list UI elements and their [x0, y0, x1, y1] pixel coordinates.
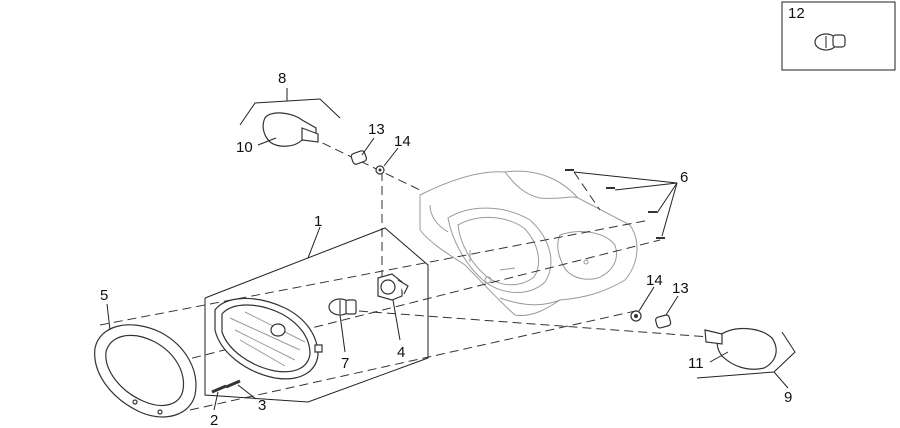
callout-10: 10	[236, 139, 253, 156]
bulb-13-lower	[655, 314, 672, 329]
nut-14-upper	[375, 165, 385, 175]
indicator-10	[262, 112, 319, 147]
bracket-8	[239, 88, 341, 126]
callout-labels: 1 2 3 4 5 6 7 8 9 10 11 12 13 13 14 14	[100, 5, 805, 428]
callout-14-upper: 14	[394, 133, 411, 150]
socket-4	[377, 273, 409, 301]
screw-3	[225, 379, 241, 389]
callout-3: 3	[258, 397, 266, 414]
handlebar-cover-outline	[419, 170, 638, 317]
headlight-rim	[94, 324, 197, 418]
bulb-7	[328, 298, 357, 316]
bracket-9	[696, 331, 796, 389]
screw-2	[211, 384, 227, 394]
callout-13-lower: 13	[672, 280, 689, 297]
bulb-13-upper	[350, 150, 368, 165]
callout-12: 12	[788, 5, 805, 22]
callout-14-lower: 14	[646, 272, 663, 289]
callout-4: 4	[397, 344, 405, 361]
inset-box-12	[781, 1, 896, 71]
nut-14-lower	[630, 310, 642, 322]
callout-9: 9	[784, 389, 792, 406]
headlight-bracket	[204, 226, 429, 403]
headlight-reflector	[214, 297, 323, 380]
callout-2: 2	[210, 412, 218, 428]
callout-13-upper: 13	[368, 121, 385, 138]
callout-11: 11	[688, 355, 704, 372]
callout-5: 5	[100, 287, 108, 304]
leader-lines	[106, 137, 729, 411]
callout-1: 1	[314, 213, 322, 230]
callout-7: 7	[341, 355, 349, 372]
indicator-11	[704, 328, 777, 370]
callout-6: 6	[680, 169, 688, 186]
callout-8: 8	[278, 70, 286, 87]
inset-bulb-icon	[814, 33, 846, 51]
screws-6	[565, 169, 665, 239]
